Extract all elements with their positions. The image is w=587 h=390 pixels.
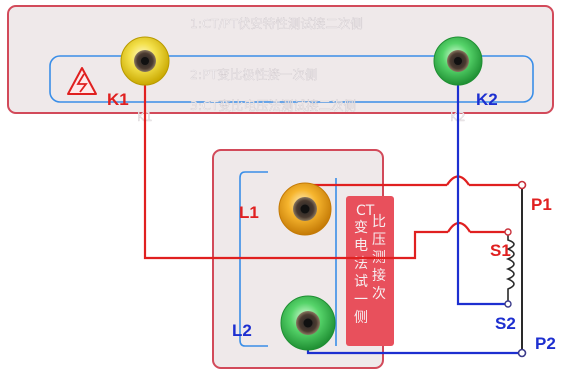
transformer [504, 180, 527, 358]
ct-label-char: 次 [372, 286, 386, 302]
ct-label-char: 变 [354, 220, 368, 236]
terminal-dot-p2 [517, 348, 527, 358]
ct-label-char: 压 [372, 232, 386, 248]
terminal-dot-s1 [504, 228, 512, 236]
label-p1: P1 [531, 195, 552, 214]
ct-label-char: 侧 [354, 310, 368, 326]
ct-label-char: CT [356, 203, 375, 219]
terminal-k1[interactable] [120, 36, 170, 86]
label-k1: K1 [107, 90, 129, 109]
ct-label: CT 变 电 法 试 一 侧 比 压 测 接 次 [354, 203, 386, 326]
panel-line-1: 1:CT/PT伏安特性测试接二次侧 [190, 16, 363, 31]
ct-label-char: 接 [372, 267, 386, 284]
terminal-dot-p1 [517, 180, 527, 190]
panel-line-2: 2:PT变比极性接一次侧 [190, 67, 317, 82]
terminal-dot-s2 [504, 300, 512, 308]
ct-badge [346, 196, 394, 346]
ct-label-char: 电 [354, 238, 368, 254]
high-voltage-warning-icon [67, 67, 97, 95]
label-s1: S1 [490, 241, 511, 260]
terminal-l1[interactable] [278, 182, 332, 236]
label-l1: L1 [239, 203, 259, 222]
ct-label-char: 法 [354, 256, 368, 272]
ct-label-char: 比 [372, 214, 386, 230]
ct-label-char: 一 [354, 292, 368, 308]
secondary-coil [505, 232, 515, 304]
label-p2: P2 [535, 334, 556, 353]
ct-label-char: 试 [354, 274, 368, 290]
label-k2: K2 [476, 90, 498, 109]
terminal-l2[interactable] [280, 295, 336, 351]
panel-line-3: 3:CT变比电压法测试接二次侧 [190, 98, 356, 113]
label-l2: L2 [232, 321, 252, 340]
label-s2: S2 [495, 314, 516, 333]
terminal-k2[interactable] [433, 36, 483, 86]
